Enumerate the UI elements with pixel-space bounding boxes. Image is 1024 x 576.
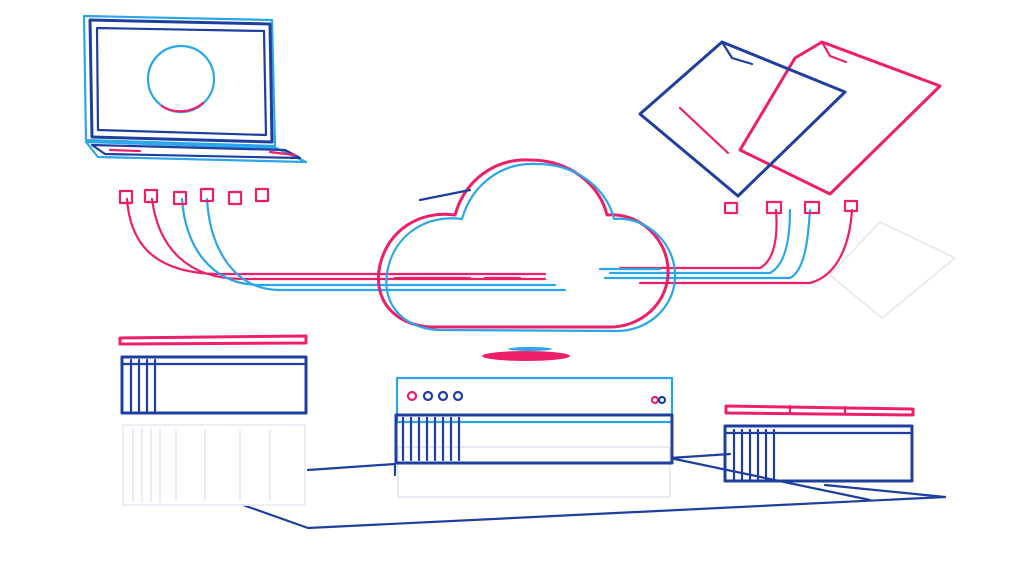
server-left-ghost: [122, 424, 306, 506]
server-rack-right: [723, 404, 915, 483]
server-rack-left: [118, 334, 308, 415]
server-unit-center: [394, 376, 674, 498]
cables-left: [118, 187, 567, 292]
laptop-icon: [82, 14, 308, 164]
cables-right: [603, 199, 859, 285]
cloud-icon: [377, 158, 677, 333]
floor-platform: [241, 452, 947, 530]
cloud-shadow: [482, 347, 570, 361]
documents-icon: [638, 40, 957, 320]
